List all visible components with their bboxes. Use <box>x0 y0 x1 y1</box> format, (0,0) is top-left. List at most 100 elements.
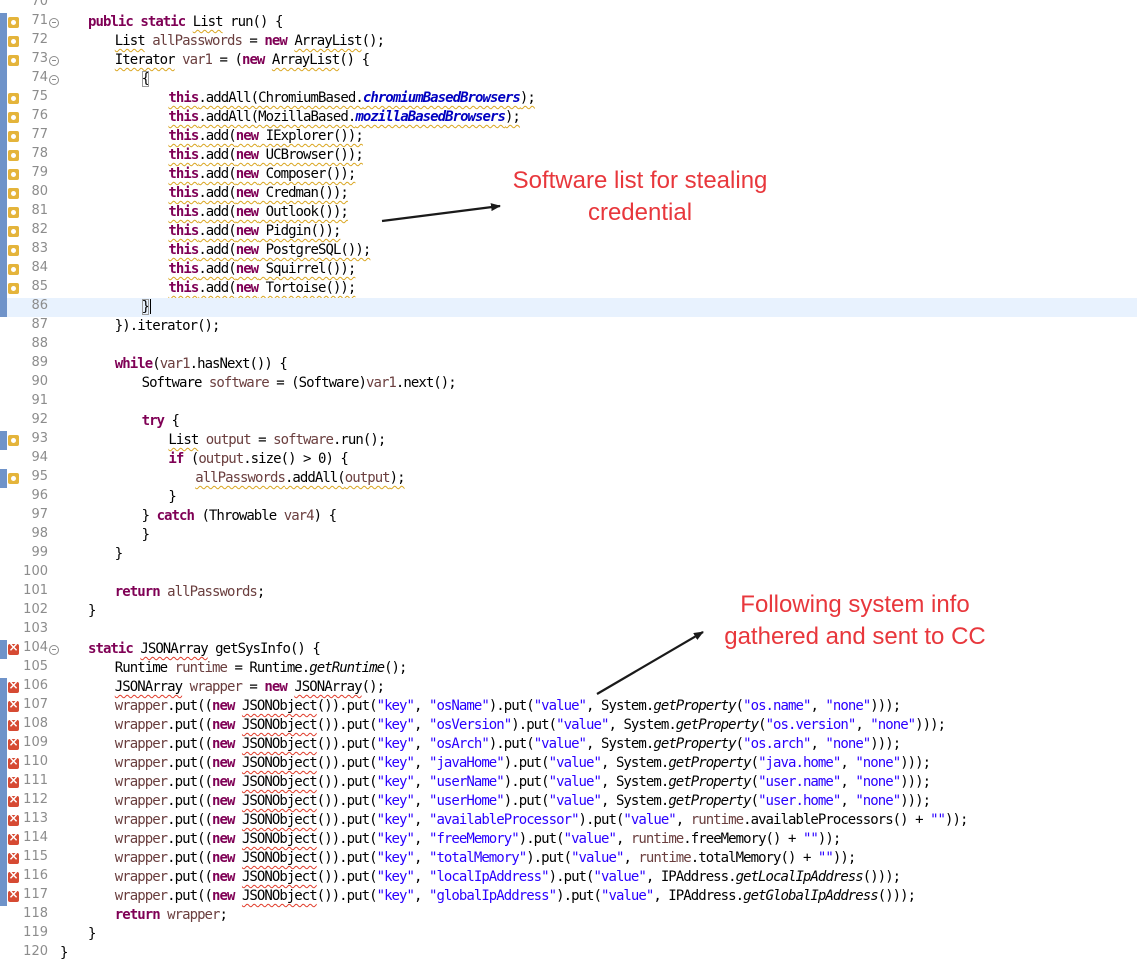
code-line[interactable]: 119} <box>0 925 1137 944</box>
warning-icon[interactable] <box>8 435 19 446</box>
code-line[interactable]: 87}).iterator(); <box>0 317 1137 336</box>
code-line[interactable]: 97} catch (Throwable var4) { <box>0 507 1137 526</box>
code-line[interactable]: 99} <box>0 545 1137 564</box>
code-text: JSONArray wrapper = new JSONArray(); <box>114 679 385 695</box>
code-line[interactable]: 86} <box>0 298 1137 317</box>
change-ruler-mark <box>0 849 7 868</box>
error-icon[interactable] <box>8 792 19 807</box>
warning-icon[interactable] <box>8 245 19 256</box>
code-text: this.add(new IExplorer()); <box>168 128 363 144</box>
error-icon[interactable] <box>8 754 19 769</box>
fold-collapse-icon[interactable] <box>49 645 59 655</box>
fold-collapse-icon[interactable] <box>49 56 59 66</box>
error-icon[interactable] <box>8 716 19 731</box>
warning-icon[interactable] <box>8 131 19 142</box>
warning-icon[interactable] <box>8 17 19 28</box>
code-line[interactable]: 74{ <box>0 70 1137 89</box>
warning-icon[interactable] <box>8 283 19 294</box>
code-line[interactable]: 98} <box>0 526 1137 545</box>
fold-collapse-icon[interactable] <box>49 75 59 85</box>
error-icon[interactable] <box>8 773 19 788</box>
error-icon[interactable] <box>8 830 19 845</box>
code-line[interactable]: 88 <box>0 336 1137 355</box>
warning-icon[interactable] <box>8 188 19 199</box>
error-icon[interactable] <box>8 697 19 712</box>
line-number: 96 <box>31 488 48 503</box>
line-number: 103 <box>23 621 48 636</box>
error-icon[interactable] <box>8 735 19 750</box>
change-ruler-mark <box>0 13 7 32</box>
code-line[interactable]: 102} <box>0 602 1137 621</box>
error-icon[interactable] <box>8 640 19 655</box>
warning-icon[interactable] <box>8 55 19 66</box>
warning-icon[interactable] <box>8 207 19 218</box>
change-ruler-mark <box>0 260 7 279</box>
code-line[interactable]: 70 <box>0 0 1137 13</box>
fold-collapse-icon[interactable] <box>49 18 59 28</box>
change-ruler-mark <box>0 602 7 621</box>
warning-icon[interactable] <box>8 36 19 47</box>
change-ruler-mark <box>0 374 7 393</box>
warning-icon[interactable] <box>8 264 19 275</box>
error-icon[interactable] <box>8 678 19 693</box>
code-line[interactable]: 103 <box>0 621 1137 640</box>
error-icon[interactable] <box>8 887 19 902</box>
change-ruler-mark <box>0 526 7 545</box>
code-text: this.add(new Credman()); <box>168 185 348 201</box>
warning-icon[interactable] <box>8 169 19 180</box>
change-ruler-mark <box>0 564 7 583</box>
warning-icon[interactable] <box>8 473 19 484</box>
error-icon[interactable] <box>8 811 19 826</box>
code-line[interactable]: 96} <box>0 488 1137 507</box>
warning-icon[interactable] <box>8 93 19 104</box>
change-ruler-mark <box>0 773 7 792</box>
error-icon[interactable] <box>8 849 19 864</box>
line-number: 110 <box>23 754 48 769</box>
warning-icon[interactable] <box>8 226 19 237</box>
code-line[interactable]: 91 <box>0 393 1137 412</box>
warning-icon[interactable] <box>8 150 19 161</box>
change-ruler-mark <box>0 887 7 906</box>
warning-icon[interactable] <box>8 112 19 123</box>
code-line[interactable]: 120} <box>0 944 1137 963</box>
error-icon[interactable] <box>8 868 19 883</box>
code-line[interactable]: 100 <box>0 564 1137 583</box>
